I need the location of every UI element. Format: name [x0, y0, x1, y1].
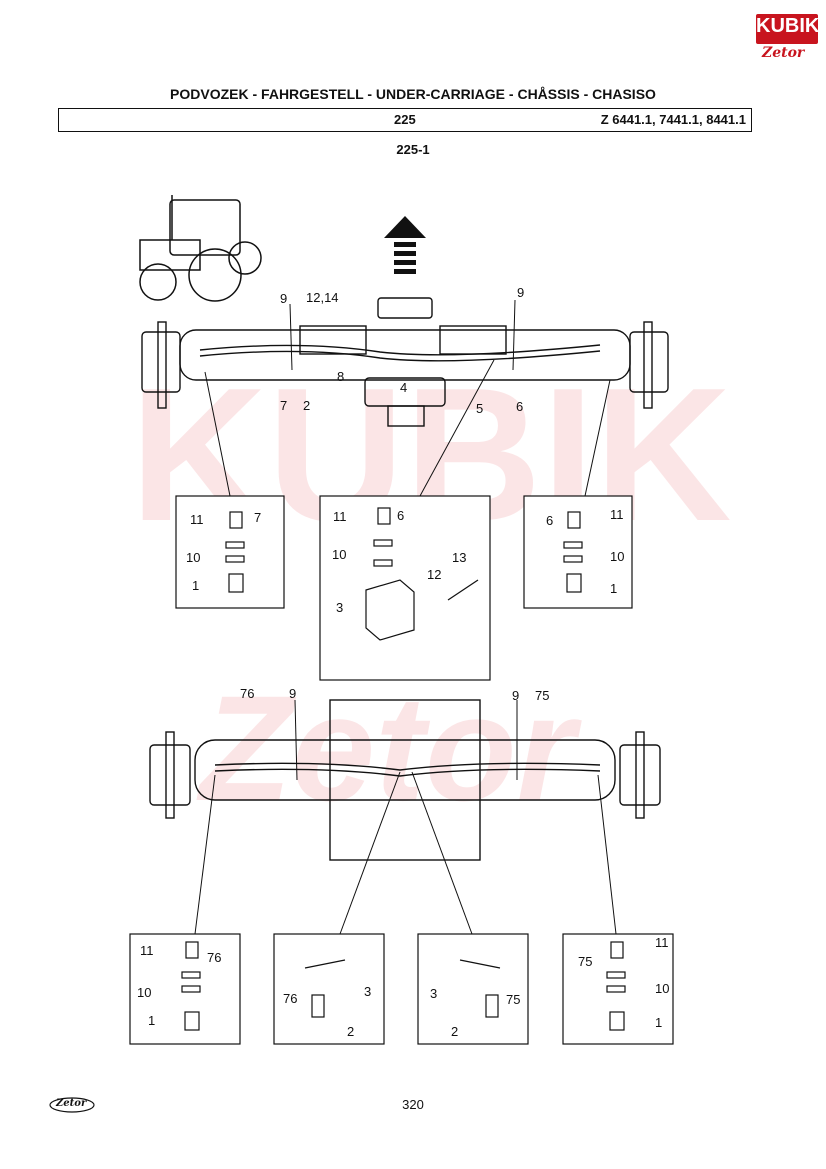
- callout-label: 2: [347, 1024, 354, 1039]
- callout-label: 13: [452, 550, 466, 565]
- callout-label: 1: [192, 578, 199, 593]
- logo-brand-text: KUBIK: [756, 15, 820, 37]
- model-list: Z 6441.1, 7441.1, 8441.1: [600, 112, 746, 127]
- logo-zetor-text: Zetor: [762, 45, 805, 61]
- callout-label: 76: [240, 686, 254, 701]
- callout-label: 3: [336, 600, 343, 615]
- fastener-icons-row2: [181, 941, 626, 1031]
- fastener-icons-row1: [225, 507, 583, 641]
- detail-boxes-row1: [175, 495, 633, 681]
- callout-label: 9: [512, 688, 519, 703]
- callout-label: 8: [337, 369, 344, 384]
- callout-label: 75: [535, 688, 549, 703]
- front-axle-top-view: [141, 297, 669, 427]
- callout-label: 75: [506, 992, 520, 1007]
- callout-label: 1: [148, 1013, 155, 1028]
- callout-label: 2: [303, 398, 310, 413]
- top-callouts: 9 12,14 9 8 4 7 2 5 6: [280, 285, 524, 416]
- callout-label: 75: [578, 954, 592, 969]
- callout-label: 76: [207, 950, 221, 965]
- callout-label: 5: [476, 401, 483, 416]
- callout-label: 10: [655, 981, 669, 996]
- callout-label: 10: [610, 549, 624, 564]
- callout-label: 4: [400, 380, 407, 395]
- callout-label: 11: [190, 512, 204, 527]
- box3-callouts: 6 11 10 1: [546, 507, 624, 596]
- callout-label: 3: [430, 986, 437, 1001]
- box2-callouts: 11 6 10 13 12 3: [332, 508, 466, 615]
- box1-callouts: 11 7 10 1: [186, 510, 261, 593]
- box6-callouts: 3 75 2: [430, 986, 520, 1039]
- callout-label: 6: [397, 508, 404, 523]
- callout-label: 3: [364, 984, 371, 999]
- callout-label: 2: [451, 1024, 458, 1039]
- footer-zetor-logo: [49, 1097, 95, 1113]
- figure-number: 225-1: [396, 142, 430, 157]
- page-title: PODVOZEK - FAHRGESTELL - UNDER-CARRIAGE …: [170, 86, 656, 102]
- box4-callouts: 11 76 10 1: [137, 943, 221, 1028]
- callout-label: 6: [516, 399, 523, 414]
- front-axle-rear-view: [149, 699, 661, 861]
- callout-label: 7: [254, 510, 261, 525]
- watermark-sub: Zetor: [196, 664, 583, 832]
- forward-arrow-icon: [384, 216, 426, 274]
- callout-label: 11: [333, 509, 347, 524]
- callout-label: 9: [280, 291, 287, 306]
- callout-label: 76: [283, 991, 297, 1006]
- tractor-icon: [139, 195, 262, 302]
- leader-lines-top: [204, 299, 611, 497]
- callout-label: 12,14: [306, 290, 339, 305]
- callout-label: 9: [517, 285, 524, 300]
- mid-callouts: 76 9 9 75: [240, 686, 549, 703]
- section-number: 225: [394, 112, 416, 127]
- callout-label: 9: [289, 686, 296, 701]
- callout-label: 10: [332, 547, 346, 562]
- callout-label: 6: [546, 513, 553, 528]
- callout-label: 11: [140, 943, 154, 958]
- callout-label: 12: [427, 567, 441, 582]
- callout-label: 7: [280, 398, 287, 413]
- footer-logo-text: Zetor: [56, 1098, 87, 1109]
- header-box: [58, 108, 752, 132]
- callout-label: 11: [610, 507, 624, 522]
- box7-callouts: 11 75 10 1: [578, 935, 669, 1030]
- kubik-logo: KUBIK Zetor: [756, 14, 820, 70]
- callout-label: 1: [610, 581, 617, 596]
- callout-label: 10: [137, 985, 151, 1000]
- callout-label: 10: [186, 550, 200, 565]
- callout-label: 11: [655, 935, 669, 950]
- box5-callouts: 3 76 2: [283, 984, 371, 1039]
- callout-label: 1: [655, 1015, 662, 1030]
- detail-boxes-row2: [129, 933, 674, 1045]
- logo-badge: [756, 14, 818, 44]
- page-number: 320: [402, 1097, 424, 1112]
- leader-lines-bottom: [194, 699, 617, 935]
